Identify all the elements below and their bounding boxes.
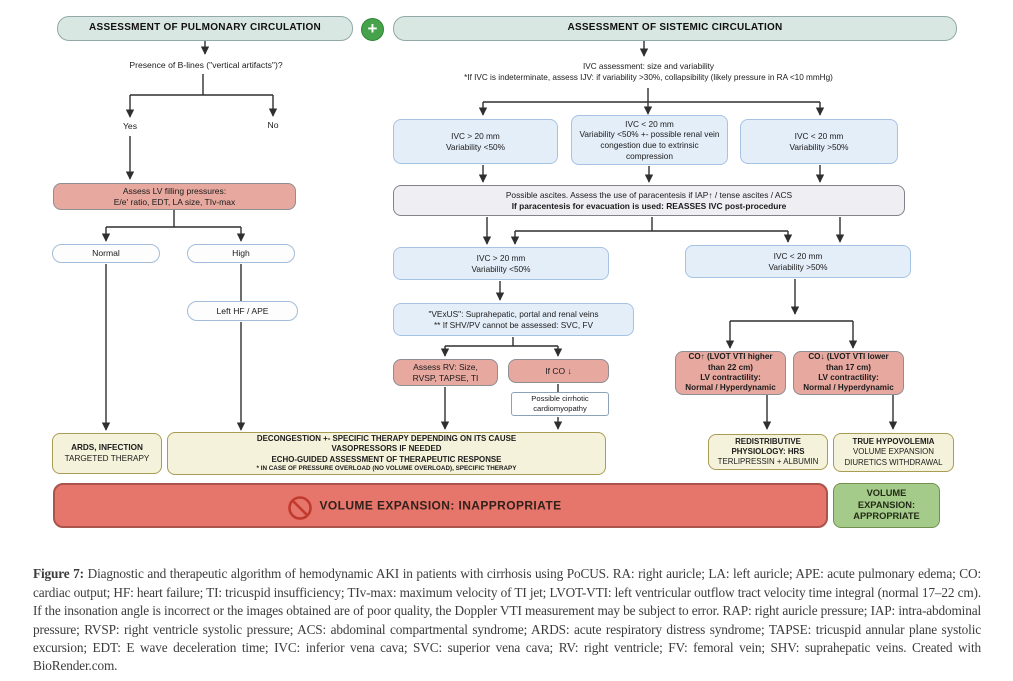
- decongestion-line4: * IN CASE OF PRESSURE OVERLOAD (NO VOLUM…: [256, 464, 517, 472]
- redistributive-line3: TERLIPRESSIN + ALBUMIN: [717, 457, 819, 467]
- ards-infection-box: ARDS, INFECTION TARGETED THERAPY: [52, 433, 162, 474]
- co-low-line3: LV contractility:: [818, 373, 879, 382]
- normal-box: Normal: [52, 244, 160, 263]
- co-low-line4: Normal / Hyperdynamic: [803, 383, 894, 393]
- co-high-line2: than 22 cm): [708, 362, 753, 372]
- co-low-line2: than 17 cm): [826, 362, 871, 372]
- ascites-line1: Possible ascites. Assess the use of para…: [505, 189, 793, 200]
- ivc-indeterminate-line2: Variability <50% +- possible renal vein …: [579, 129, 720, 161]
- co-high-line1: CO↑ (LVOT VTI higher: [688, 352, 773, 362]
- figure-caption: Figure 7: Diagnostic and therapeutic alg…: [33, 565, 981, 675]
- ivc-dilated-line2: Variability <50%: [445, 141, 506, 152]
- ivc-dilated-followup-line1: IVC > 20 mm: [476, 252, 526, 263]
- ivc-collapsed-line2: Variability >50%: [789, 141, 849, 152]
- yes-label: Yes: [122, 120, 138, 131]
- blines-question: Presence of B-lines ("vertical artifacts…: [129, 59, 283, 70]
- true-hypovolemia-box: TRUE HYPOVOLEMIA VOLUME EXPANSION DIURET…: [833, 433, 954, 472]
- ivc-collapsed-followup-box: IVC < 20 mm Variability >50%: [685, 245, 911, 278]
- vexus-box: "VExUS": Suprahepatic, portal and renal …: [393, 303, 634, 336]
- assess-lv-box: Assess LV filling pressures: E/e' ratio,…: [53, 183, 296, 210]
- co-low-box: CO↓ (LVOT VTI lower than 17 cm) LV contr…: [793, 351, 904, 395]
- ascites-paracentesis-box: Possible ascites. Assess the use of para…: [393, 185, 905, 216]
- hypovolemia-line3: DIURETICS WITHDRAWAL: [844, 457, 943, 467]
- cirrhotic-line1: Possible cirrhotic: [531, 394, 589, 404]
- ivc-note-line2: *If IVC is indeterminate, assess IJV: if…: [464, 72, 833, 82]
- volume-expansion-appropriate-box: VOLUME EXPANSION: APPROPRIATE: [833, 483, 940, 528]
- assess-rv-line2: RVSP, TAPSE, TI: [412, 372, 479, 383]
- ivc-collapsed-followup-line1: IVC < 20 mm: [773, 250, 823, 261]
- ivc-note: IVC assessment: size and variability *If…: [396, 59, 901, 86]
- no-label: No: [267, 119, 279, 130]
- plus-icon: +: [361, 18, 384, 41]
- decongestion-line3: ECHO-GUIDED ASSESSMENT OF THERAPEUTIC RE…: [271, 454, 502, 464]
- decongestion-line2: VASOPRESSORS IF NEEDED: [331, 444, 442, 454]
- co-high-line4: Normal / Hyperdynamic: [685, 383, 776, 393]
- header-systemic-box: ASSESSMENT OF SISTEMIC CIRCULATION: [393, 16, 957, 41]
- hypovolemia-line2: VOLUME EXPANSION: [853, 447, 934, 457]
- header-pulmonary-box: ASSESSMENT OF PULMONARY CIRCULATION: [57, 16, 353, 41]
- ivc-collapsed-followup-line2: Variability >50%: [768, 261, 828, 272]
- ards-line2: TARGETED THERAPY: [64, 453, 150, 463]
- assess-rv-box: Assess RV: Size, RVSP, TAPSE, TI: [393, 359, 498, 386]
- high-box: High: [187, 244, 295, 263]
- no-entry-icon: [288, 496, 312, 520]
- redistributive-line2: PHYSIOLOGY: HRS: [731, 446, 805, 456]
- appropriate-line2: EXPANSION:: [857, 499, 916, 510]
- header-pulmonary-label: ASSESSMENT OF PULMONARY CIRCULATION: [89, 22, 321, 34]
- ascites-line2: If paracentesis for evacuation is used: …: [511, 200, 787, 211]
- co-low-line1: CO↓ (LVOT VTI lower: [808, 352, 889, 362]
- vexus-line1: "VExUS": Suprahepatic, portal and renal …: [428, 308, 599, 319]
- assess-lv-line1: Assess LV filling pressures:: [122, 185, 227, 196]
- cirrhotic-line2: cardiomyopathy: [533, 404, 587, 413]
- ivc-dilated-line1: IVC > 20 mm: [451, 130, 500, 141]
- inappropriate-label: VOLUME EXPANSION: INAPPROPRIATE: [319, 497, 562, 512]
- ivc-dilated-followup-box: IVC > 20 mm Variability <50%: [393, 247, 609, 280]
- assess-rv-line1: Assess RV: Size,: [413, 361, 478, 372]
- left-hf-ape-box: Left HF / APE: [187, 301, 298, 321]
- volume-expansion-inappropriate-bar: VOLUME EXPANSION: INAPPROPRIATE: [53, 483, 828, 528]
- appropriate-line1: VOLUME: [866, 487, 907, 498]
- redistributive-line1: REDISTRIBUTIVE: [735, 436, 801, 446]
- if-co-low-box: If CO ↓: [508, 359, 609, 383]
- decongestion-box: DECONGESTION +- SPECIFIC THERAPY DEPENDI…: [167, 432, 606, 475]
- hypovolemia-line1: TRUE HYPOVOLEMIA: [852, 437, 935, 447]
- ards-line1: ARDS, INFECTION: [71, 443, 143, 453]
- decongestion-line1: DECONGESTION +- SPECIFIC THERAPY DEPENDI…: [256, 434, 517, 444]
- cirrhotic-cardiomyopathy-box: Possible cirrhotic cardiomyopathy: [511, 392, 609, 416]
- assess-lv-line2: E/e' ratio, EDT, LA size, TIv-max: [113, 196, 236, 207]
- ivc-indeterminate-line1: IVC < 20 mm: [625, 118, 674, 129]
- header-systemic-label: ASSESSMENT OF SISTEMIC CIRCULATION: [567, 22, 783, 34]
- ivc-dilated-box: IVC > 20 mm Variability <50%: [393, 119, 558, 164]
- appropriate-line3: APPROPRIATE: [853, 511, 920, 522]
- figure-caption-label: Figure 7:: [33, 566, 84, 582]
- ivc-collapsed-line1: IVC < 20 mm: [794, 130, 844, 141]
- vexus-line2: ** If SHV/PV cannot be assessed: SVC, FV: [433, 319, 594, 330]
- ivc-collapsed-box: IVC < 20 mm Variability >50%: [740, 119, 898, 164]
- ivc-indeterminate-box: IVC < 20 mm Variability <50% +- possible…: [571, 115, 728, 165]
- ivc-dilated-followup-line2: Variability <50%: [471, 263, 531, 274]
- co-high-box: CO↑ (LVOT VTI higher than 22 cm) LV cont…: [675, 351, 786, 395]
- figure-caption-text: Diagnostic and therapeutic algorithm of …: [33, 566, 982, 674]
- redistributive-box: REDISTRIBUTIVE PHYSIOLOGY: HRS TERLIPRES…: [708, 434, 828, 470]
- co-high-line3: LV contractility:: [700, 373, 761, 382]
- ivc-note-line1: IVC assessment: size and variability: [582, 62, 715, 72]
